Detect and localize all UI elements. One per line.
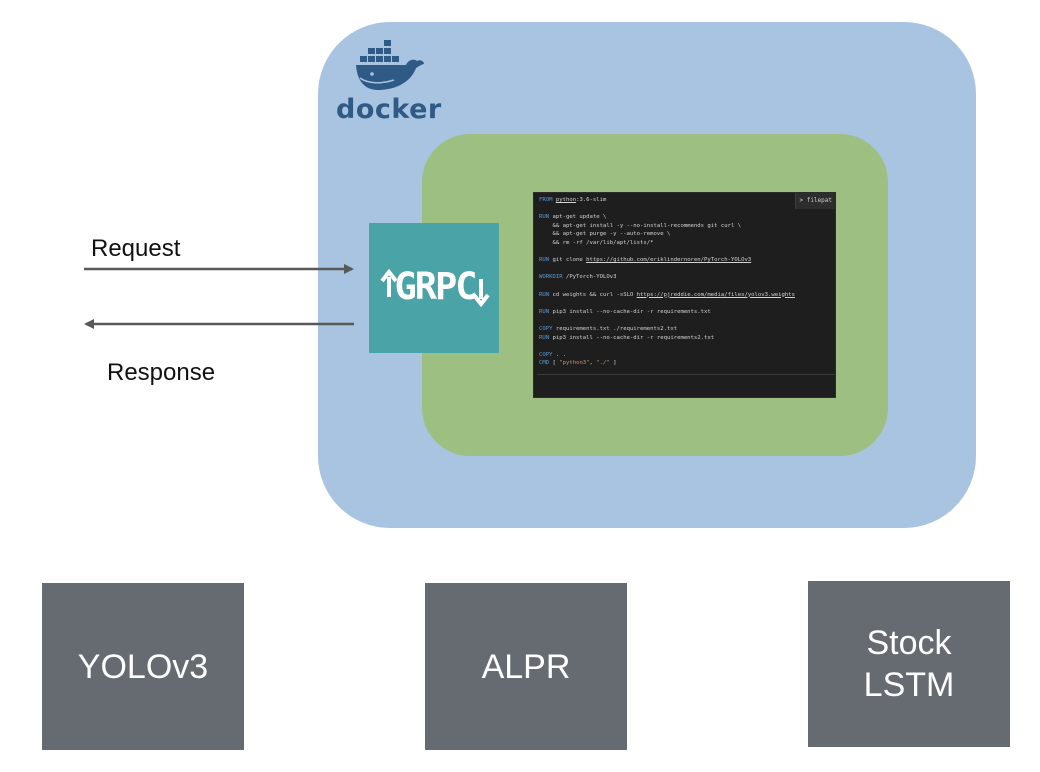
code-token: RUN — [539, 291, 550, 298]
model-stock-lstm-box: Stock LSTM — [808, 581, 1010, 747]
code-line: RUN cd weights && curl -sSLO https://pjr… — [539, 291, 795, 300]
filepath-tab: > filepat — [795, 193, 835, 209]
code-token: https://pjreddie.com/media/files/yolov3.… — [636, 291, 795, 298]
docker-wordmark: docker — [336, 94, 442, 125]
code-line — [539, 342, 795, 351]
code-token: python — [555, 197, 577, 203]
code-token: COPY — [539, 325, 553, 332]
code-line: RUN pip3 install --no-cache-dir -r requi… — [539, 334, 795, 343]
grpc-logo: GRPC — [369, 223, 499, 353]
code-token: COPY — [539, 351, 553, 358]
code-line: COPY . . — [539, 351, 795, 360]
code-token: requirements.txt ./requirements2.txt — [552, 325, 678, 332]
code-line — [539, 205, 795, 214]
code-line — [539, 282, 795, 291]
code-line: COPY requirements.txt ./requirements2.tx… — [539, 325, 795, 334]
grpc-arrow-right-icon — [473, 279, 490, 307]
code-token: :3.6-slim — [576, 197, 607, 203]
code-line: CMD [ "python3", "./" ] — [539, 359, 795, 368]
code-token: "python3" — [559, 360, 590, 367]
request-label: Request — [91, 235, 181, 262]
model-stock-label: Stock — [866, 624, 952, 662]
code-token: cd weights && curl -sSLO — [549, 291, 637, 298]
code-line — [539, 299, 795, 308]
code-token: && apt-get purge -y --auto-remove \ — [539, 231, 671, 238]
code-line: RUN git clone https://github.com/eriklin… — [539, 256, 795, 265]
code-line: RUN pip3 install --no-cache-dir -r requi… — [539, 308, 795, 317]
code-line: && apt-get install -y --no-install-recom… — [539, 222, 795, 231]
docker-logo: docker — [336, 40, 442, 128]
code-line — [539, 265, 795, 274]
code-token: && apt-get install -y --no-install-recom… — [539, 222, 742, 229]
code-token: ] — [613, 360, 617, 367]
code-line: && rm -rf /var/lib/apt/lists/* — [539, 239, 795, 248]
code-line: FROM python:3.6-slim — [539, 196, 795, 205]
code-token: "./" — [596, 360, 610, 367]
code-token: FROM — [539, 197, 553, 203]
docker-whale-icon — [356, 40, 424, 90]
code-cursor-line — [537, 374, 835, 375]
code-token: RUN — [539, 257, 550, 264]
model-yolov3-box: YOLOv3 — [42, 583, 244, 750]
code-line: WORKDIR /PyTorch-YOLOv3 — [539, 273, 795, 282]
code-token: . . — [552, 351, 566, 358]
code-token: RUN — [539, 334, 550, 341]
code-token: CMD — [539, 360, 550, 367]
model-yolov3-label: YOLOv3 — [77, 647, 209, 686]
code-token: WORKDIR — [539, 274, 563, 281]
code-token: && rm -rf /var/lib/apt/lists/* — [539, 239, 654, 246]
code-token: [ — [552, 360, 556, 367]
code-token: git clone — [549, 257, 587, 264]
code-token: pip3 install --no-cache-dir -r requireme… — [549, 308, 711, 315]
code-token: /PyTorch-YOLOv3 — [562, 274, 617, 281]
code-token: RUN — [539, 308, 550, 315]
response-label: Response — [107, 359, 216, 386]
code-token: https://github.com/eriklindernoren/PyTor… — [586, 257, 752, 264]
model-alpr-label: ALPR — [481, 647, 571, 686]
code-line: RUN apt-get update \ — [539, 213, 795, 222]
code-token: pip3 install --no-cache-dir -r requireme… — [549, 334, 715, 341]
model-alpr-box: ALPR — [425, 583, 627, 750]
code-line — [539, 248, 795, 257]
code-line: && apt-get purge -y --auto-remove \ — [539, 230, 795, 239]
model-lstm-label: LSTM — [863, 666, 955, 704]
code-token: RUN — [539, 214, 550, 221]
grpc-wordmark: GRPC — [394, 265, 477, 308]
code-token: , — [589, 360, 597, 367]
code-line — [539, 316, 795, 325]
grpc-arrow-left-icon — [380, 269, 397, 297]
code-token: apt-get update \ — [549, 214, 607, 221]
